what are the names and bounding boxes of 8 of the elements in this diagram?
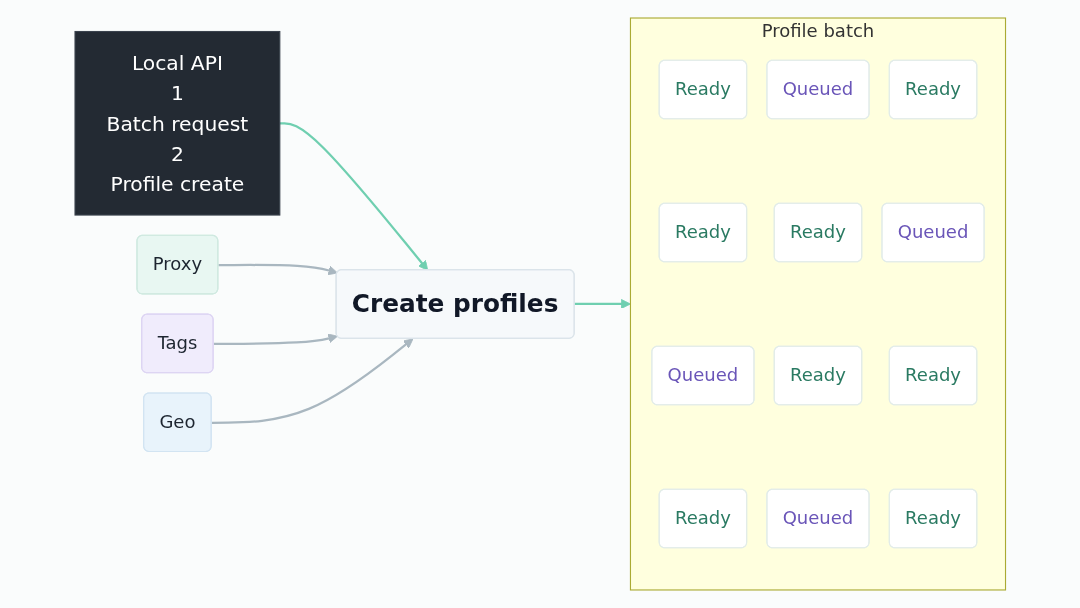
arrow: [573, 299, 631, 309]
arrow: [211, 338, 414, 424]
arrow: [213, 333, 338, 346]
node-box: [74, 30, 281, 216]
flow-diagram: Profile batch Ready Ready Queued Ready Queued Ready Ready Queued Ready Queued Ready Ready Local API 1 Batch request 2 Profile create Proxy Tags Geo Create profiles: [65, 9, 1015, 599]
arrow: [218, 263, 338, 276]
arrow: [279, 122, 428, 271]
cluster: [629, 17, 1006, 591]
